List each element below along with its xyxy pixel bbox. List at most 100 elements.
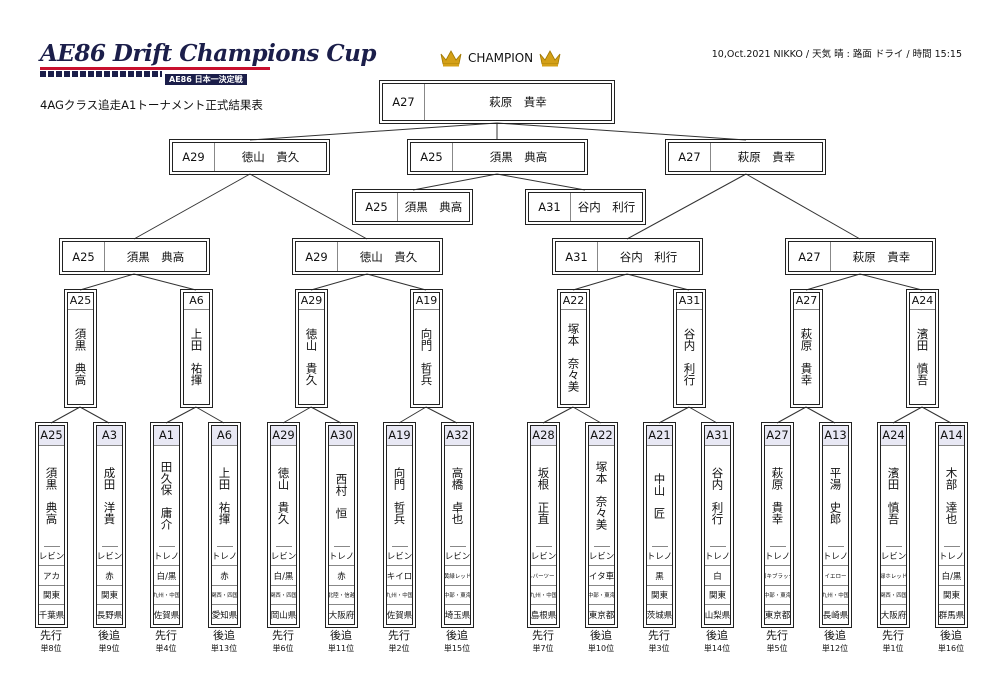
- racer-name: 徳山 貴久: [304, 328, 319, 386]
- champion-label: CHAMPION: [468, 51, 534, 65]
- prefecture: 東京都: [589, 610, 614, 621]
- racer-name: 高橋 卓也: [449, 446, 466, 547]
- racer-code: A29: [299, 293, 324, 310]
- racer-name: 須黒 典高: [489, 150, 548, 164]
- champion-heading: CHAMPION: [440, 49, 561, 67]
- region: 関西・四国: [881, 586, 906, 606]
- racer-name: 木部 達也: [943, 446, 960, 547]
- semi-final-box: A25 須黒 典高: [407, 139, 588, 175]
- bracket-connector: [892, 406, 923, 424]
- prefecture: 埼玉県: [445, 610, 470, 621]
- region: 九州・中国: [387, 586, 412, 606]
- prefecture: 島根県: [531, 610, 556, 621]
- car-model: レビン: [271, 547, 296, 567]
- crown-icon: [440, 50, 462, 67]
- run-order: 先行: [155, 629, 177, 642]
- prefecture: 茨城県: [647, 610, 672, 621]
- racer-name: 中山 匠: [651, 446, 668, 547]
- racer-code: A24: [881, 426, 906, 446]
- car-model: トレノ: [765, 547, 790, 567]
- entrant-result: 後追単15位: [437, 627, 477, 654]
- event-info: 10,Oct.2021 NIKKO / 天気 晴 : 路面 ドライ / 時間 1…: [711, 49, 962, 60]
- car-color: ゴキブラック: [765, 566, 790, 586]
- entrant-result: 後追単11位: [321, 627, 361, 654]
- prefecture: 山梨県: [705, 610, 730, 621]
- bracket-connector: [496, 122, 747, 141]
- logo-checker-stripe: [40, 71, 162, 77]
- qualifying-rank: 単14位: [703, 644, 731, 653]
- car-model: レビン: [589, 547, 614, 567]
- racer-name: 徳山 貴久: [241, 150, 300, 164]
- racer-name: 谷内 利行: [577, 200, 636, 214]
- bracket-connector: [398, 406, 427, 424]
- run-order: 後追: [590, 629, 612, 642]
- prefecture: 大阪府: [881, 610, 906, 621]
- region: 中部・東海: [765, 586, 790, 606]
- qualifying-rank: 単4位: [155, 644, 177, 653]
- racer-code: A27: [789, 242, 831, 271]
- prefecture: 群馬県: [939, 610, 964, 621]
- racer-name: 須黒 典高: [404, 200, 463, 214]
- entrant-result: 先行単8位: [31, 627, 71, 654]
- bracket-connector: [249, 122, 498, 141]
- racer-code: A22: [561, 293, 586, 310]
- quarter-final-box: A29 徳山 貴久: [292, 238, 443, 275]
- bracket-connector: [133, 273, 197, 291]
- qualifying-rank: 単13位: [210, 644, 238, 653]
- racer-name: 濱田 慎吾: [915, 328, 930, 386]
- car-color: 赤: [329, 566, 354, 586]
- run-order: 先行: [40, 629, 62, 642]
- racer-code: A31: [705, 426, 730, 446]
- racer-code: A6: [212, 426, 237, 446]
- prefecture: 佐賀県: [387, 610, 412, 621]
- racer-name: 谷内 利行: [709, 446, 726, 547]
- racer-code: A25: [63, 242, 105, 271]
- racer-code: A31: [556, 242, 598, 271]
- qualifying-rank: 単2位: [388, 644, 410, 653]
- racer-name: 徳山 貴久: [359, 249, 418, 264]
- racer-code: A25: [411, 143, 453, 171]
- logo-red-line: [40, 67, 270, 70]
- car-color: アカ: [39, 566, 64, 586]
- run-order: 後追: [446, 629, 468, 642]
- racer-name: 向門 哲兵: [391, 446, 408, 547]
- car-model: トレノ: [939, 547, 964, 567]
- car-model: レビン: [387, 547, 412, 567]
- bracket-connector: [626, 173, 747, 240]
- region: 関西・四国: [212, 586, 237, 606]
- racer-code: A29: [296, 242, 338, 271]
- racer-code: A19: [387, 426, 412, 446]
- bracket-connector: [195, 406, 225, 424]
- racer-name: 塚本 奈々美: [566, 322, 581, 392]
- racer-name: 上田 祐揮: [189, 328, 204, 386]
- racer-code: A25: [68, 293, 93, 310]
- event-logo: AE86 Drift Champions Cup AE86 日本一決定戦: [40, 40, 376, 86]
- run-order: 先行: [882, 629, 904, 642]
- bracket-connector: [282, 406, 312, 424]
- racer-code: A25: [356, 193, 398, 221]
- run-order: 先行: [532, 629, 554, 642]
- car-color: キイロ: [387, 566, 412, 586]
- qualifying-rank: 単9位: [98, 644, 120, 653]
- region: 関東: [97, 586, 122, 606]
- bracket-connector: [310, 406, 342, 424]
- racer-code: A31: [529, 193, 571, 221]
- run-order: 後追: [98, 629, 120, 642]
- region: 九州・中国: [531, 586, 556, 606]
- round16-box: A29 徳山 貴久: [295, 289, 328, 408]
- entrant-result: 先行単6位: [263, 627, 303, 654]
- qualifying-rank: 単11位: [327, 644, 355, 653]
